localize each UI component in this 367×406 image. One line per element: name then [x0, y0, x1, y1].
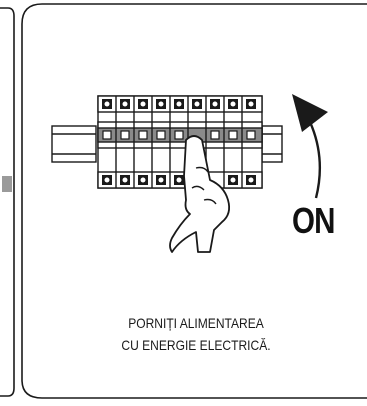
breaker-top-screws [104, 101, 254, 107]
left-panel-border [0, 7, 15, 397]
breaker-bottom-screws [104, 177, 254, 183]
caption-line-2: CU ENERGIE ELECTRICĂ. [121, 337, 271, 353]
arrow-head [292, 94, 328, 132]
caption-line-1: PORNIȚI ALIMENTAREA [128, 315, 264, 331]
on-label: ON [292, 200, 335, 241]
din-rail [51, 125, 283, 163]
breaker-toggles [102, 130, 256, 140]
hand-knuckle-lines [191, 166, 217, 205]
instruction-caption: PORNIȚI ALIMENTAREA CU ENERGIE ELECTRICĂ… [95, 312, 298, 356]
curved-arrow-up-icon [308, 121, 321, 199]
pointing-hand-icon [169, 135, 231, 253]
circuit-breaker-panel [97, 95, 263, 189]
right-panel-border [21, 3, 367, 399]
left-panel-marker [2, 176, 12, 192]
